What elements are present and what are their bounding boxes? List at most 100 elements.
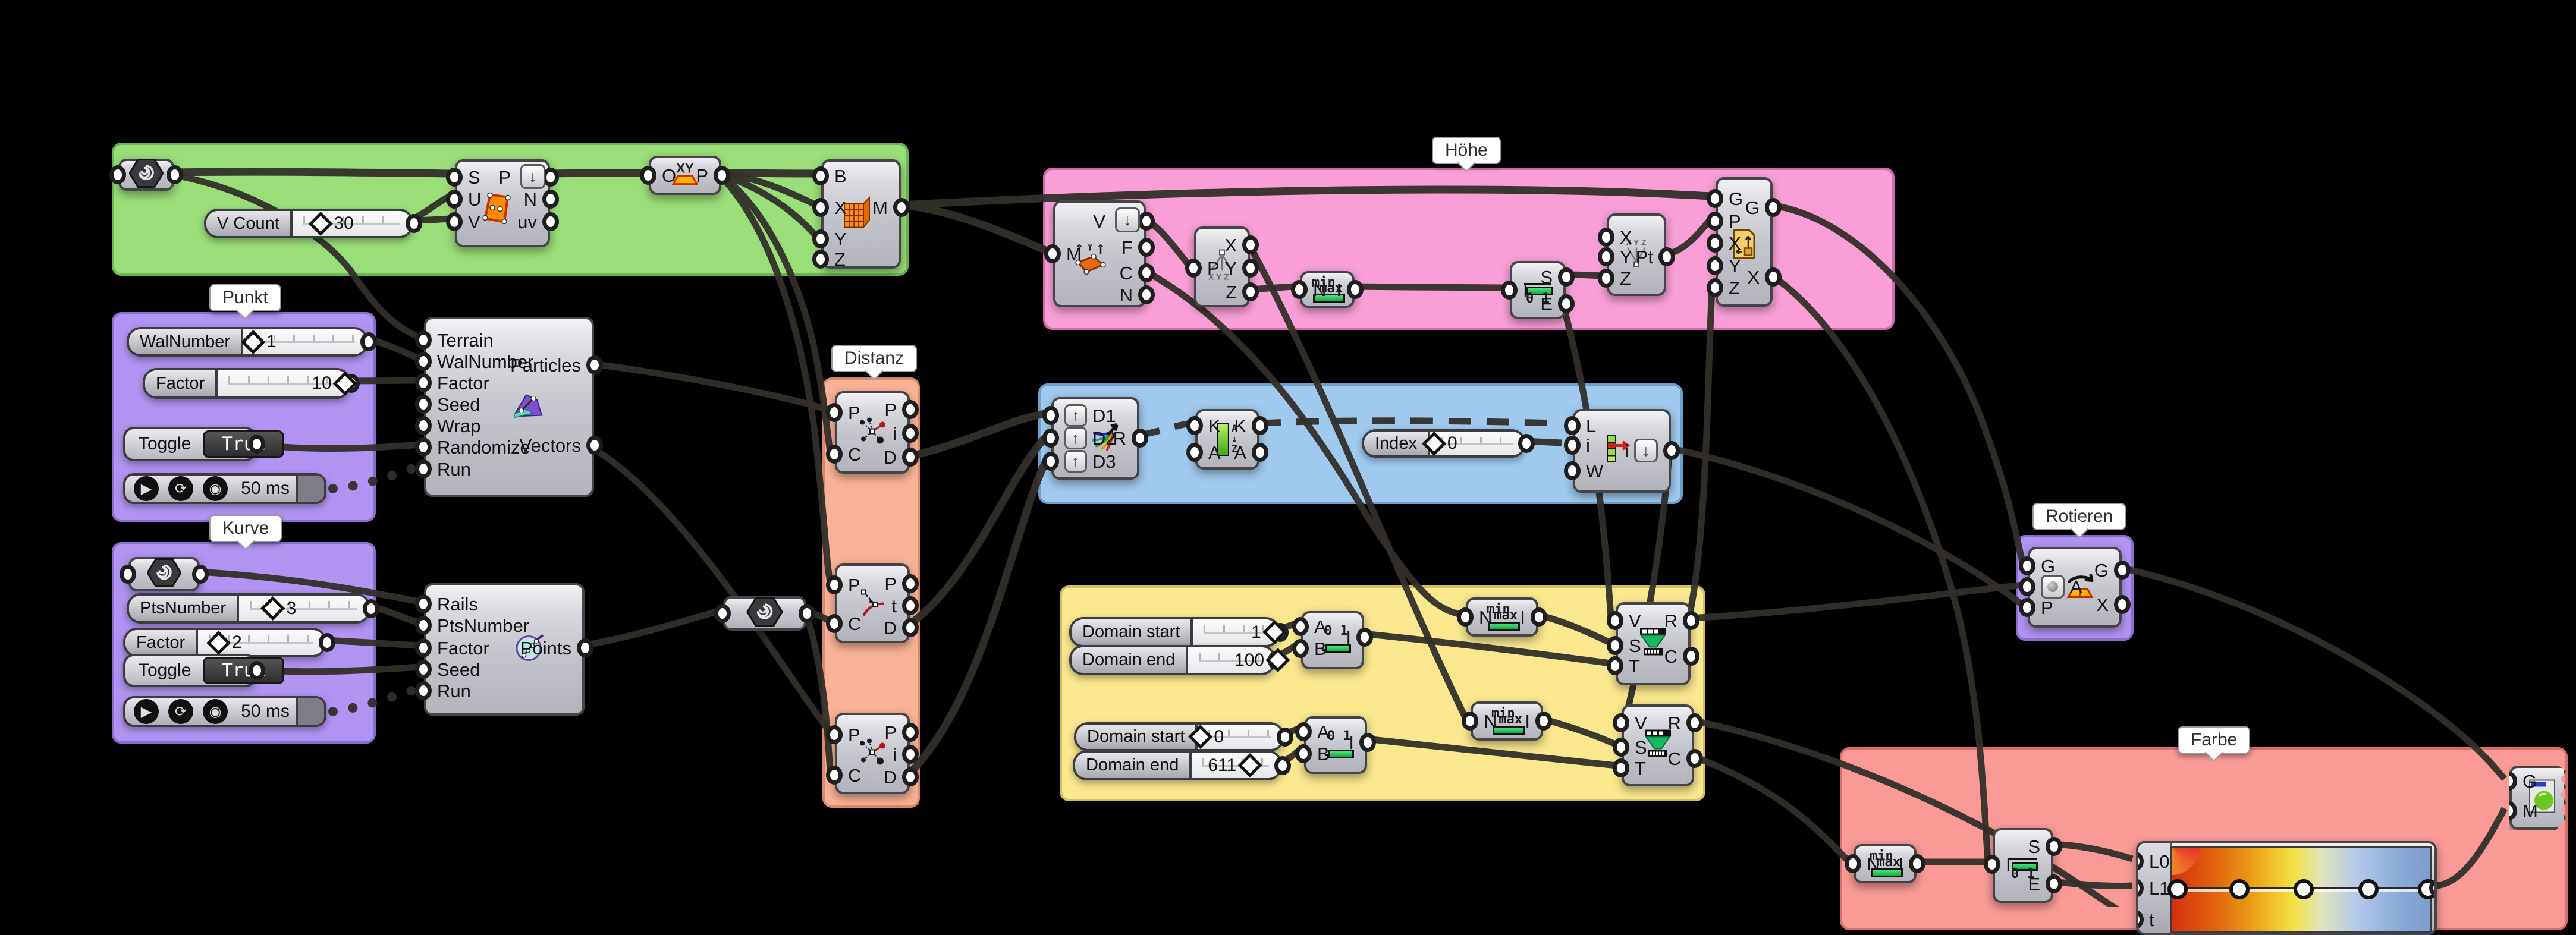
port-out[interactable] — [167, 165, 183, 184]
interval-icon[interactable]: ⟳ — [168, 476, 193, 501]
bounds-node[interactable]: N I min max — [1462, 701, 1552, 741]
slider-grip[interactable]: 611 — [1208, 753, 1262, 778]
port-out[interactable] — [902, 767, 919, 786]
mesh-box-node[interactable]: B X Y Z M — [812, 159, 910, 269]
slider-track[interactable]: 100 — [1188, 647, 1290, 673]
port-in[interactable] — [446, 168, 463, 187]
closest-point-node[interactable]: P C P i D — [826, 391, 919, 474]
port-in[interactable] — [1564, 461, 1581, 480]
sort-list-node[interactable]: K A K A A↓Z — [1186, 409, 1268, 470]
port-out[interactable] — [586, 436, 603, 455]
port-out[interactable] — [542, 212, 559, 231]
port-out[interactable] — [1518, 434, 1535, 453]
slider-track[interactable]: 2 — [198, 630, 324, 655]
port-in[interactable] — [1295, 722, 1312, 741]
port-in[interactable] — [1185, 259, 1202, 278]
port-in[interactable] — [1501, 281, 1518, 300]
interval-icon[interactable]: ⟳ — [168, 699, 193, 724]
xy-plane-node[interactable]: O P XY — [640, 156, 730, 195]
construct-domain-node[interactable]: A B I 0 1 — [1295, 716, 1376, 774]
port-out[interactable] — [1277, 727, 1293, 747]
port-out[interactable] — [1686, 713, 1703, 732]
port-out[interactable] — [1558, 294, 1575, 313]
port-in[interactable] — [812, 166, 829, 185]
port-in[interactable] — [415, 681, 432, 700]
port-in[interactable] — [1707, 189, 1723, 208]
port-out[interactable] — [1683, 611, 1699, 630]
toggle-punkt[interactable]: Toggle True — [123, 427, 285, 461]
slider-grip[interactable]: 100 — [1234, 647, 1290, 673]
port-out[interactable] — [714, 166, 730, 185]
list-item-node[interactable]: L i W ↓i — [1564, 409, 1680, 493]
slider-grip[interactable]: 1 — [240, 329, 277, 354]
port-out[interactable] — [2114, 561, 2131, 580]
port-out[interactable] — [1765, 267, 1782, 287]
port-out[interactable] — [1132, 429, 1148, 448]
bounds-node[interactable]: N I min max — [1845, 844, 1925, 883]
port-in[interactable] — [109, 165, 126, 184]
rotate-node[interactable]: G A P G X — [2019, 547, 2131, 628]
port-out[interactable] — [1138, 285, 1155, 304]
graft-up-button[interactable]: ↑ — [1064, 450, 1087, 473]
slider-track[interactable]: 1 — [1193, 619, 1287, 645]
port-out[interactable] — [2046, 874, 2062, 893]
port-out[interactable] — [542, 190, 559, 209]
terrain-walkers-node[interactable]: Terrain WalNumber Factor Seed Wrap Rando… — [415, 317, 603, 497]
deconstruct-domain-node[interactable]: I S E 0 1 — [1501, 261, 1575, 319]
slider-track[interactable]: 3 — [239, 596, 368, 621]
play-icon[interactable]: ▶ — [134, 476, 159, 501]
port-out[interactable] — [1242, 259, 1259, 278]
port-out[interactable] — [1683, 647, 1699, 666]
slider-track[interactable]: 611 — [1192, 753, 1280, 778]
toggle-state[interactable]: True — [203, 657, 285, 684]
port-in[interactable] — [1292, 617, 1309, 636]
port-in[interactable] — [1707, 234, 1723, 253]
port-out[interactable] — [1252, 443, 1268, 462]
port-in[interactable] — [2509, 772, 2517, 791]
port-in[interactable] — [714, 604, 731, 623]
slider-track[interactable]: 10 — [218, 370, 357, 396]
slider-grip[interactable]: 2 — [206, 630, 242, 655]
port-in[interactable] — [415, 638, 432, 657]
port-in[interactable] — [415, 616, 432, 635]
deconstruct-mesh-node[interactable]: M V F C N ↓ — [1044, 200, 1155, 307]
port-in[interactable] — [1707, 212, 1723, 231]
geometry-pipeline-node[interactable] — [109, 159, 183, 191]
port-in[interactable] — [1042, 452, 1059, 471]
slider-track[interactable]: 30 — [292, 211, 411, 236]
port-out[interactable] — [902, 574, 919, 593]
expand-down-button[interactable]: ↓ — [1115, 207, 1140, 232]
port-in[interactable] — [1457, 607, 1474, 627]
port-out[interactable] — [1138, 263, 1155, 282]
port-out[interactable] — [902, 424, 919, 443]
port-in[interactable] — [826, 575, 843, 594]
port-in[interactable] — [1598, 247, 1614, 266]
port-out[interactable] — [1658, 247, 1675, 266]
port-in[interactable] — [120, 565, 136, 584]
port-out[interactable] — [902, 596, 919, 615]
port-out[interactable] — [2046, 837, 2062, 856]
timer-kurve[interactable]: ▶ ⟳ ◉ 50 ms — [123, 696, 326, 727]
bounds-node[interactable]: N I min max — [1457, 597, 1547, 637]
record-icon[interactable]: ◉ — [203, 699, 228, 724]
geometry-pipeline-node[interactable] — [714, 596, 815, 631]
port-out[interactable] — [1765, 198, 1782, 217]
port-out[interactable] — [2429, 879, 2434, 898]
expand-down-button[interactable]: ↓ — [1634, 439, 1658, 462]
port-out[interactable] — [902, 618, 919, 637]
port-in[interactable] — [415, 395, 432, 414]
port-in[interactable] — [2019, 598, 2035, 617]
play-icon[interactable]: ▶ — [134, 699, 159, 724]
remap-numbers-node[interactable]: V S T R C — [1613, 704, 1703, 786]
port-in[interactable] — [2138, 879, 2144, 898]
port-in[interactable] — [812, 198, 829, 217]
port-in[interactable] — [415, 437, 432, 457]
port-in[interactable] — [415, 416, 432, 435]
gradient-handle[interactable] — [2294, 879, 2314, 899]
port-in[interactable] — [1613, 758, 1629, 777]
port-out[interactable] — [902, 448, 919, 467]
port-in[interactable] — [640, 166, 656, 185]
port-in[interactable] — [415, 330, 432, 350]
port-in[interactable] — [1186, 416, 1203, 435]
